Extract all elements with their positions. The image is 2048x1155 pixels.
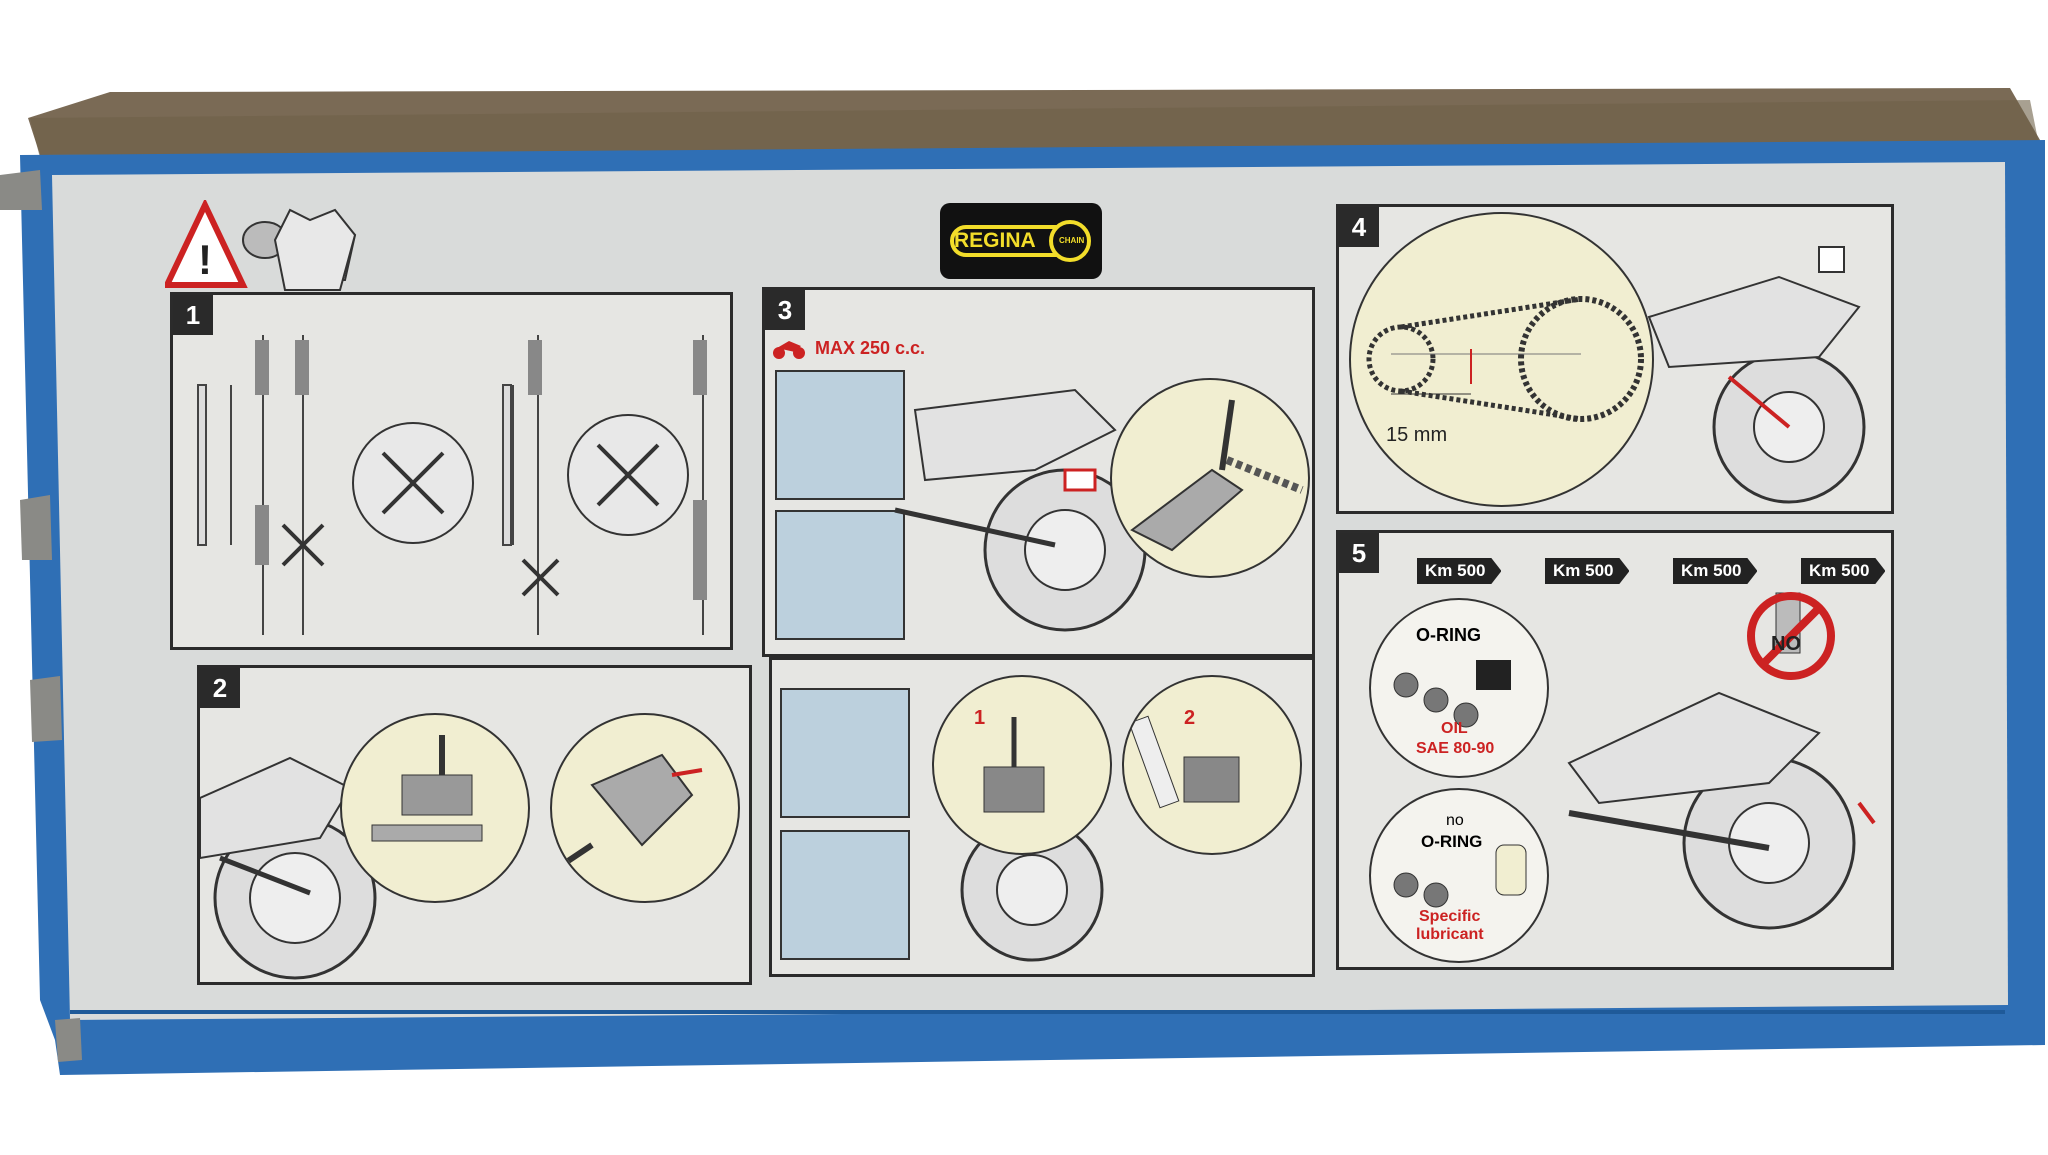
no-oring-chain-detail: no O-RING Specific lubricant (1369, 788, 1549, 963)
no-solvent-sign: NO (1741, 581, 1841, 681)
oil-label: OIL (1441, 720, 1468, 737)
chain-breaker-icon (371, 735, 483, 842)
interval-label-1: Km 500 (1417, 558, 1502, 584)
interval-label-2: Km 500 (1545, 558, 1630, 584)
step-number: 2 (200, 668, 240, 708)
step-4-panel: 4 15 mm (1336, 204, 1894, 514)
step-number: 4 (1339, 207, 1379, 247)
slack-distance-label: 15 mm (1386, 424, 1448, 446)
step-number: 5 (1339, 533, 1379, 573)
specific-label: Specific (1419, 908, 1481, 925)
motorcycle-icon (773, 341, 805, 359)
chain-logo-icon (950, 220, 1091, 262)
chain-breaker-tool-detail (340, 713, 530, 903)
motorcycle-rear-wheel-illustration (200, 756, 377, 980)
rivet-tool-icon (1128, 715, 1240, 809)
motorcycle-rear-illustration (1647, 246, 1866, 504)
rivet-tool-icon (983, 717, 1045, 813)
step-3b-panel: 1 2 (769, 657, 1315, 977)
sub-step-2: 2 (1184, 707, 1196, 729)
chain-press-icon (560, 753, 703, 868)
logo-subtext: CHAIN (1059, 236, 1085, 245)
oil-grade-label: SAE 80-90 (1416, 740, 1495, 757)
chain-slack-diagram (1366, 296, 1644, 422)
chain-link-square-1 (775, 370, 905, 500)
sub-step-1: 1 (974, 707, 986, 729)
step-3-panel: 3 MAX 250 c.c. (762, 287, 1315, 657)
oring-label: O-RING (1416, 625, 1481, 645)
brush-icon (1393, 660, 1511, 728)
chain-link-square-4 (780, 830, 910, 960)
no-sign-label: NO (1771, 633, 1801, 655)
chain-alignment-diagram (197, 335, 707, 635)
step-number: 1 (173, 295, 213, 335)
no-label: no (1446, 812, 1464, 829)
spray-can-icon (1393, 844, 1527, 908)
riveting-step-1-detail: 1 (932, 675, 1112, 855)
motorcycle-rear-illustration (1567, 691, 1876, 930)
step-number: 3 (765, 290, 805, 330)
svg-text:!: ! (198, 236, 212, 283)
chain-slack-detail: 15 mm (1349, 212, 1654, 507)
gloves-icon (273, 208, 357, 291)
chain-link-pliers-detail (1110, 378, 1310, 578)
pliers-icon (1130, 399, 1304, 552)
riveting-step-2-detail: 2 (1122, 675, 1302, 855)
no-oring-label: O-RING (1421, 832, 1483, 851)
regina-logo: REGINA CHAIN (940, 203, 1102, 279)
oring-chain-detail: O-RING OIL SAE 80-90 (1369, 598, 1549, 778)
interval-label-3: Km 500 (1673, 558, 1758, 584)
step-1-panel: 1 (170, 292, 733, 650)
max-engine-label: MAX 250 c.c. (815, 338, 926, 358)
prohibited-icon (1747, 592, 1835, 680)
logo-text: REGINA (954, 229, 1036, 252)
chain-link-square-2 (775, 510, 905, 640)
lubricant-label: lubricant (1416, 926, 1484, 943)
chain-link-square-3 (780, 688, 910, 818)
chain-press-detail (550, 713, 740, 903)
interval-label-4: Km 500 (1801, 558, 1886, 584)
step-5-panel: 5 Km 500 Km 500 Km 500 Km 500 O-RING OIL… (1336, 530, 1894, 970)
step-2-panel: 2 (197, 665, 752, 985)
